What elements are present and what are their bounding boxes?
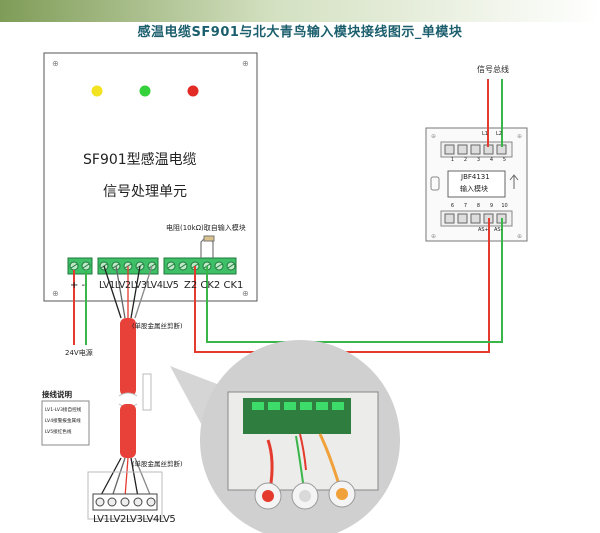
power-terminal-labels: + - bbox=[70, 280, 86, 291]
bus-label: 信号总线 bbox=[477, 65, 509, 74]
screw-icon: ⊕ bbox=[52, 289, 59, 298]
module-bottom-numbers: 6 7 8 9 10 bbox=[446, 203, 511, 209]
page-title: 感温电缆SF901与北大青鸟输入模块接线图示_单模块 bbox=[137, 25, 463, 40]
legend-line-3: LV5接红色线 bbox=[45, 430, 72, 435]
yellow-indicator-icon bbox=[91, 85, 103, 97]
lv-wires-top bbox=[103, 265, 153, 319]
svg-text:⊕: ⊕ bbox=[517, 233, 522, 240]
module-terminal-number-2: 2 bbox=[463, 157, 468, 163]
legend-title: 接线说明 bbox=[42, 390, 72, 399]
cable-end-outline bbox=[87, 471, 163, 520]
signal-terminal-labels: Z2 CK2 CK1 bbox=[184, 280, 244, 291]
signal-wire-green bbox=[206, 218, 503, 343]
module-terminal-number-7: 7 bbox=[463, 203, 468, 209]
arrow-up-icon bbox=[509, 174, 519, 189]
red-indicator-icon bbox=[187, 85, 199, 97]
terminal-l1-label: L1 bbox=[482, 131, 488, 137]
sensing-cable-lower bbox=[120, 404, 136, 458]
legend-line-2: LV4接警报金属线 bbox=[45, 419, 81, 424]
as-minus-label: AS- bbox=[494, 227, 503, 233]
cable-marker-tag bbox=[142, 373, 152, 411]
header-band bbox=[0, 0, 600, 22]
legend-box bbox=[41, 400, 90, 446]
module-terminal-number-1: 1 bbox=[450, 157, 455, 163]
module-terminal-number-4: 4 bbox=[489, 157, 494, 163]
module-slot-icon bbox=[430, 176, 440, 191]
module-label-plate bbox=[447, 170, 506, 198]
lv-terminal-labels: LV1LV2LV3LV4LV5 bbox=[99, 280, 179, 291]
processor-subtitle: 信号处理单元 bbox=[103, 184, 187, 200]
module-terminal-number-6: 6 bbox=[450, 203, 455, 209]
svg-text:⊕: ⊕ bbox=[431, 233, 436, 240]
terminal-l2-label: L2 bbox=[496, 131, 502, 137]
module-top-numbers: 1 2 3 4 5 bbox=[446, 157, 511, 163]
cable-note-top: (单股金属丝剪断) bbox=[132, 322, 183, 330]
green-indicator-icon bbox=[139, 85, 151, 97]
power-label: 24V电源 bbox=[65, 349, 93, 357]
module-terminal-number-8: 8 bbox=[476, 203, 481, 209]
screw-icon: ⊕ bbox=[52, 59, 59, 68]
module-terminal-number-9: 9 bbox=[489, 203, 494, 209]
legend-line-1: LV1-LV3接自控线 bbox=[45, 408, 82, 413]
module-terminal-number-5: 5 bbox=[502, 157, 507, 163]
module-terminal-number-10: 10 bbox=[501, 203, 508, 209]
processor-name: SF901型感温电缆 bbox=[83, 152, 197, 168]
module-name: 输入模块 bbox=[460, 185, 488, 193]
screw-icon: ⊕ bbox=[242, 59, 249, 68]
sensing-cable-upper bbox=[120, 318, 136, 396]
module-terminal-number-3: 3 bbox=[476, 157, 481, 163]
svg-text:⊕: ⊕ bbox=[517, 133, 522, 140]
as-plus-label: AS+ bbox=[478, 227, 489, 233]
resistor-note: 电阻(10kΩ)取自输入模块 bbox=[166, 224, 246, 232]
screw-icon: ⊕ bbox=[242, 289, 249, 298]
module-model: JBF4131 bbox=[461, 173, 490, 181]
cable-note-bottom: (单股金属丝剪断) bbox=[132, 460, 183, 468]
cable-end-labels: LV1LV2LV3LV4LV5 bbox=[93, 514, 176, 525]
svg-text:⊕: ⊕ bbox=[431, 133, 436, 140]
lv-wires-bottom bbox=[99, 457, 152, 498]
